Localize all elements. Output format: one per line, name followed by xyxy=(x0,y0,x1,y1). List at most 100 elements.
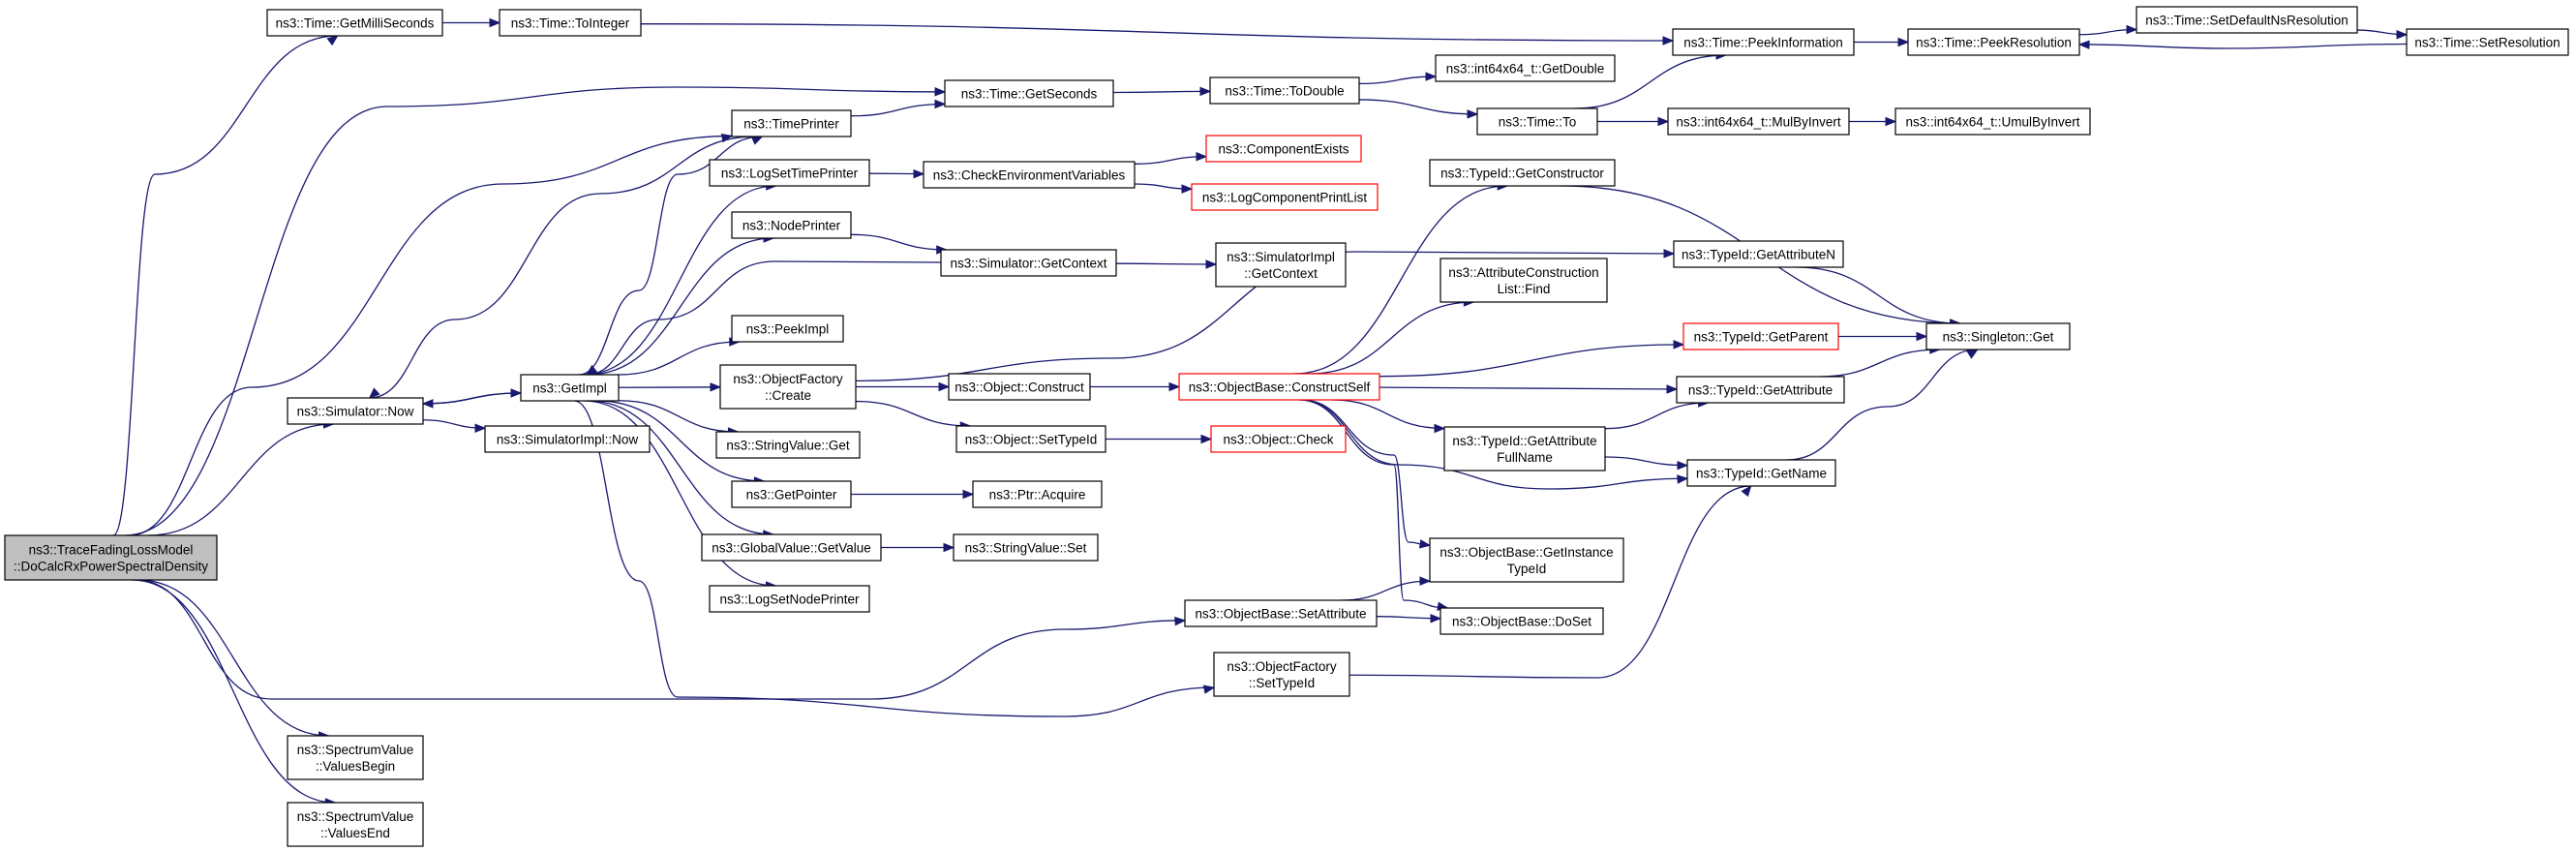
edge-getms-to-tointeger xyxy=(442,17,501,28)
node-obdoset[interactable]: ns3::ObjectBase::DoSet xyxy=(1440,607,1604,635)
node-obsetattr[interactable]: ns3::ObjectBase::SetAttribute xyxy=(1184,599,1378,627)
node-label: ns3::Time::GetSeconds xyxy=(961,87,1098,102)
node-box xyxy=(923,161,1136,189)
edge-line xyxy=(137,579,329,737)
edge-getimpl-to-nodeprinter xyxy=(587,233,775,376)
node-getms[interactable]: ns3::Time::GetMilliSeconds xyxy=(266,9,443,37)
node-label: ns3::Time::PeekInformation xyxy=(1683,36,1843,50)
node-todouble[interactable]: ns3::Time::ToDouble xyxy=(1209,76,1360,105)
node-peekres[interactable]: ns3::Time::PeekResolution xyxy=(1907,28,2080,56)
edge-arrowhead xyxy=(1200,434,1213,444)
edge-obsconstructself-to-obgetinsttid xyxy=(1301,399,1432,549)
node-box xyxy=(2136,6,2358,34)
node-ofsettypeid[interactable]: ns3::ObjectFactory::SetTypeId xyxy=(1213,652,1350,697)
node-label: ns3::Time::ToDouble xyxy=(1225,84,1344,99)
node-obsconstructself[interactable]: ns3::ObjectBase::ConstructSelf xyxy=(1178,373,1380,401)
node-compexists[interactable]: ns3::ComponentExists xyxy=(1205,135,1362,163)
edge-ofcreate-to-tidgetattrn xyxy=(855,249,1676,382)
node-label: ns3::CheckEnvironmentVariables xyxy=(933,168,1126,183)
node-tointeger[interactable]: ns3::Time::ToInteger xyxy=(499,9,642,37)
node-box xyxy=(1682,322,1839,350)
node-timeto[interactable]: ns3::Time::To xyxy=(1476,107,1598,136)
node-logcomppl[interactable]: ns3::LogComponentPrintList xyxy=(1191,183,1379,211)
node-objsettypeid[interactable]: ns3::Object::SetTypeId xyxy=(955,425,1106,453)
node-setdefres[interactable]: ns3::Time::SetDefaultNsResolution xyxy=(2136,6,2358,34)
node-checkenv[interactable]: ns3::CheckEnvironmentVariables xyxy=(923,161,1136,189)
node-umulbyinv[interactable]: ns3::int64x64_t::UmulByInvert xyxy=(1894,107,2091,136)
edge-tointeger-to-peekinfo xyxy=(640,23,1675,46)
node-tidgetattr[interactable]: ns3::TypeId::GetAttribute xyxy=(1676,376,1845,404)
node-box xyxy=(1178,373,1380,401)
node-simnow[interactable]: ns3::Simulator::Now xyxy=(287,397,424,425)
edge-line xyxy=(1574,54,1727,109)
node-simimplnow[interactable]: ns3::SimulatorImpl::Now xyxy=(484,425,651,453)
edge-nodeprinter-to-simgetctx xyxy=(850,233,949,255)
node-tidgetname[interactable]: ns3::TypeId::GetName xyxy=(1686,459,1836,487)
edge-line xyxy=(124,86,946,536)
node-box xyxy=(1476,107,1598,136)
node-box xyxy=(1184,599,1378,627)
node-mulbyinv[interactable]: ns3::int64x64_t::MulByInvert xyxy=(1667,107,1850,136)
edge-line xyxy=(1604,456,1688,467)
node-nodeprinter[interactable]: ns3::NodePrinter xyxy=(731,211,852,239)
node-setres[interactable]: ns3::Time::SetResolution xyxy=(2406,28,2569,56)
node-label: FullName xyxy=(1497,450,1553,465)
node-strvalget[interactable]: ns3::StringValue::Get xyxy=(715,431,861,459)
node-root[interactable]: ns3::TraceFadingLossModel::DoCalcRxPower… xyxy=(4,534,218,581)
node-strvalset[interactable]: ns3::StringValue::Set xyxy=(953,533,1099,562)
node-simgetctx[interactable]: ns3::Simulator::GetContext xyxy=(940,249,1117,277)
node-ptracquire[interactable]: ns3::Ptr::Acquire xyxy=(972,480,1103,508)
edge-obsetattr-to-obdoset xyxy=(1376,614,1442,624)
edge-arrowhead xyxy=(1916,331,1928,342)
node-box xyxy=(1429,537,1624,583)
node-objcheck[interactable]: ns3::Object::Check xyxy=(1210,425,1347,453)
node-singletonget[interactable]: ns3::Singleton::Get xyxy=(1925,322,2071,350)
node-label: ns3::GlobalValue::GetValue xyxy=(712,541,871,556)
node-box xyxy=(1213,652,1350,697)
edge-arrowhead xyxy=(2396,30,2409,40)
edge-simnow-to-getimpl xyxy=(422,388,523,405)
node-getsec[interactable]: ns3::Time::GetSeconds xyxy=(944,79,1114,107)
node-getdouble[interactable]: ns3::int64x64_t::GetDouble xyxy=(1435,54,1616,82)
node-objconstruct[interactable]: ns3::Object::Construct xyxy=(948,373,1091,401)
node-tidgetattrn[interactable]: ns3::TypeId::GetAttributeN xyxy=(1673,240,1844,268)
edge-mulbyinv-to-umulbyinv xyxy=(1849,116,1897,127)
edge-line xyxy=(640,23,1674,42)
edge-ofsettypeid-to-tidgetname xyxy=(1349,484,1752,679)
edge-setres-to-peekres xyxy=(2077,40,2408,49)
node-svbegin[interactable]: ns3::SpectrumValue::ValuesBegin xyxy=(287,735,424,780)
node-logsetnp[interactable]: ns3::LogSetNodePrinter xyxy=(709,585,870,613)
node-simimplgetctx[interactable]: ns3::SimulatorImpl::GetContext xyxy=(1215,242,1347,288)
node-label: ns3::Time::SetResolution xyxy=(2414,36,2560,50)
edge-line xyxy=(1379,344,1684,378)
node-box xyxy=(1672,28,1855,56)
node-peekimpl[interactable]: ns3::PeekImpl xyxy=(731,315,844,343)
node-box xyxy=(1894,107,2091,136)
edge-line xyxy=(1341,580,1431,601)
node-ofcreate[interactable]: ns3::ObjectFactory::Create xyxy=(719,364,857,410)
edge-line xyxy=(1115,262,1217,265)
node-gvgetvalue[interactable]: ns3::GlobalValue::GetValue xyxy=(701,533,882,562)
node-label: ::ValuesBegin xyxy=(316,759,395,774)
node-box xyxy=(1191,183,1379,211)
node-box xyxy=(484,425,651,453)
node-peekinfo[interactable]: ns3::Time::PeekInformation xyxy=(1672,28,1855,56)
edge-arrowhead xyxy=(1673,340,1685,350)
node-box xyxy=(1440,258,1608,303)
node-getimpl[interactable]: ns3::GetImpl xyxy=(520,374,620,402)
edge-arrowhead xyxy=(368,387,380,399)
edge-line xyxy=(147,423,334,536)
node-getpointer[interactable]: ns3::GetPointer xyxy=(731,480,852,508)
edge-ofcreate-to-objsettypeid xyxy=(855,400,972,431)
node-svend[interactable]: ns3::SpectrumValue::ValuesEnd xyxy=(287,802,424,847)
edge-line xyxy=(1349,485,1751,679)
node-timeprinter[interactable]: ns3::TimePrinter xyxy=(731,109,852,137)
node-box xyxy=(1667,107,1850,136)
edge-root-to-getms xyxy=(112,35,339,536)
node-tidgetparent[interactable]: ns3::TypeId::GetParent xyxy=(1682,322,1839,350)
node-tidgetconstructor[interactable]: ns3::TypeId::GetConstructor xyxy=(1429,159,1616,187)
node-logsettp[interactable]: ns3::LogSetTimePrinter xyxy=(709,159,870,187)
